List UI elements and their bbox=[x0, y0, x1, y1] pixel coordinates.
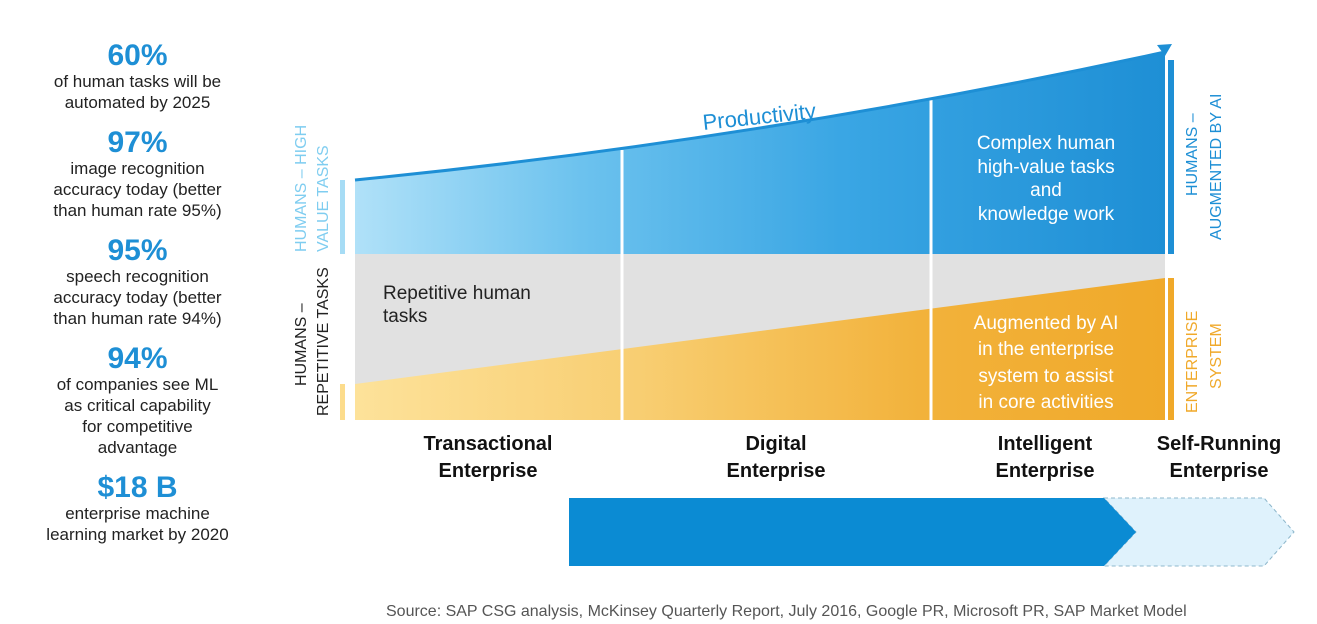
stat-description: of companies see ML as critical capabili… bbox=[56, 375, 219, 457]
stage-digital: Digital Enterprise bbox=[727, 433, 826, 482]
stage-line: Enterprise bbox=[439, 460, 538, 482]
label-line: HUMANS – HIGH bbox=[293, 125, 310, 252]
text-line: and bbox=[1030, 180, 1062, 201]
text-line: knowledge work bbox=[978, 204, 1115, 225]
label-humans-repetitive: HUMANS – REPETITIVE TASKS bbox=[293, 267, 332, 416]
text-line: in core activities bbox=[978, 392, 1113, 413]
stage-transactional: Transactional Enterprise bbox=[424, 433, 553, 482]
label-line: AUGMENTED BY AI bbox=[1208, 94, 1225, 240]
stat-value: 97% bbox=[107, 126, 168, 159]
stage-line: Self-Running bbox=[1157, 433, 1281, 455]
stage-line: Transactional bbox=[424, 433, 553, 455]
left-high-value-bar bbox=[340, 180, 345, 254]
right-ai-bar bbox=[1168, 60, 1174, 254]
stat-item: 94% of companies see ML as critical capa… bbox=[20, 343, 255, 458]
stage-line: Enterprise bbox=[996, 460, 1095, 482]
label-humans-augmented: HUMANS – AUGMENTED BY AI bbox=[1184, 94, 1225, 240]
stat-value: 94% bbox=[107, 342, 168, 375]
progress-arrow bbox=[569, 498, 1136, 566]
text-line: high-value tasks bbox=[977, 157, 1114, 178]
stacked-area bbox=[355, 52, 1165, 420]
stage-self-running: Self-Running Enterprise bbox=[1157, 433, 1281, 482]
stage-line: Digital bbox=[745, 433, 806, 455]
stats-column: 60% of human tasks will be automated by … bbox=[20, 40, 255, 559]
label-line: HUMANS – bbox=[1184, 113, 1201, 196]
text-line: tasks bbox=[383, 306, 427, 327]
stage-line: Enterprise bbox=[727, 460, 826, 482]
label-line: VALUE TASKS bbox=[315, 145, 332, 252]
repetitive-tasks-text: Repetitive human tasks bbox=[383, 283, 531, 327]
left-repetitive-bar bbox=[340, 384, 345, 420]
stat-item: 60% of human tasks will be automated by … bbox=[20, 40, 255, 113]
label-line: ENTERPRISE bbox=[1184, 311, 1201, 413]
text-line: in the enterprise bbox=[978, 339, 1114, 360]
augmented-band bbox=[355, 278, 1165, 420]
augmented-ai-text: Augmented by AI in the enterprise system… bbox=[974, 313, 1119, 413]
stage-line: Intelligent bbox=[998, 433, 1093, 455]
stat-description: speech recognition accuracy today (bette… bbox=[53, 267, 222, 328]
label-line: HUMANS – bbox=[293, 303, 310, 386]
label-enterprise-system: ENTERPRISE SYSTEM bbox=[1184, 311, 1225, 413]
stat-item: $18 B enterprise machine learning market… bbox=[20, 472, 255, 545]
stat-description: of human tasks will be automated by 2025 bbox=[53, 72, 222, 112]
complex-tasks-text: Complex human high-value tasks and knowl… bbox=[977, 133, 1115, 225]
right-enterprise-bar bbox=[1168, 278, 1174, 420]
stat-value: $18 B bbox=[97, 471, 178, 504]
productivity-curve bbox=[354, 50, 1166, 182]
stat-item: 97% image recognition accuracy today (be… bbox=[20, 127, 255, 221]
stage-intelligent: Intelligent Enterprise bbox=[996, 433, 1095, 482]
source-note: Source: SAP CSG analysis, McKinsey Quart… bbox=[386, 603, 1187, 620]
stage-line: Enterprise bbox=[1170, 460, 1269, 482]
stat-item: 95% speech recognition accuracy today (b… bbox=[20, 235, 255, 329]
text-line: Repetitive human bbox=[383, 283, 531, 304]
productivity-arrowhead bbox=[1157, 44, 1172, 56]
text-line: Complex human bbox=[977, 133, 1115, 154]
text-line: Augmented by AI bbox=[974, 313, 1119, 334]
stat-value: 60% bbox=[107, 39, 168, 72]
stat-description: enterprise machine learning market by 20… bbox=[46, 504, 229, 544]
stat-description: image recognition accuracy today (better… bbox=[53, 159, 222, 220]
label-line: REPETITIVE TASKS bbox=[315, 267, 332, 416]
text-line: system to assist bbox=[978, 366, 1114, 387]
stat-value: 95% bbox=[107, 234, 168, 267]
label-line: SYSTEM bbox=[1208, 323, 1225, 389]
label-humans-high-value: HUMANS – HIGH VALUE TASKS bbox=[293, 125, 332, 252]
